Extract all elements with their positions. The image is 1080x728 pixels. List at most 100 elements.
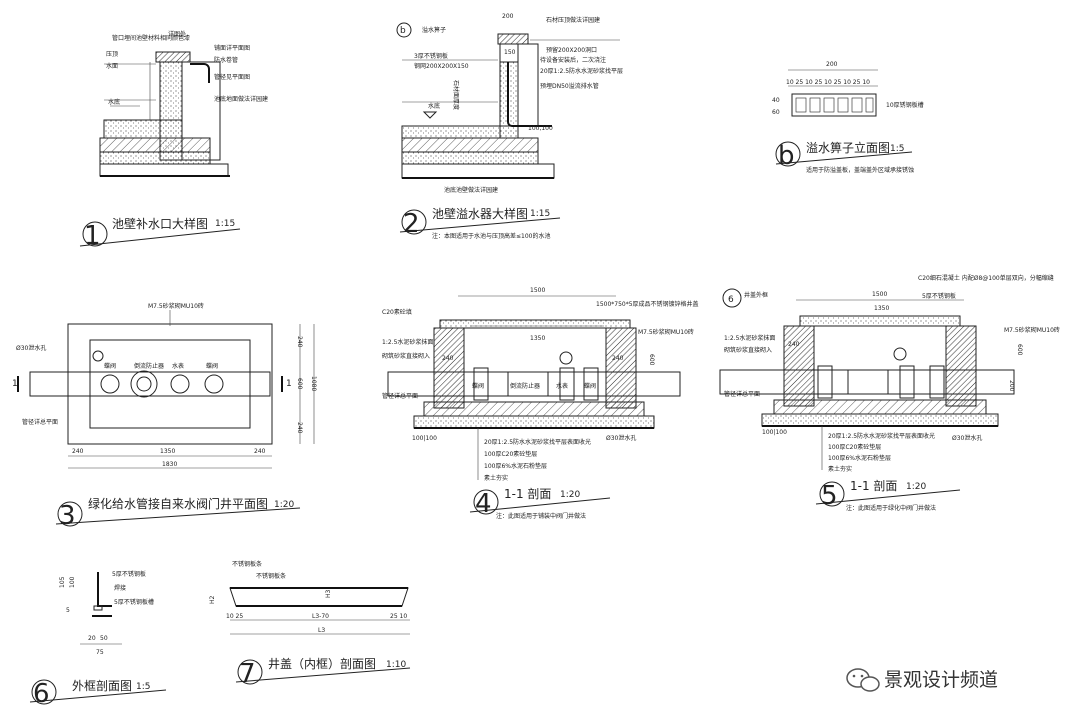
d7-title: 井盖（内框）剖面图 <box>268 657 376 671</box>
d4-inner: 1350 <box>530 335 545 342</box>
detail-7-cover-section: 不锈钢板条 不锈钢板条 H2 H3 10 25 L3-70 25 10 L3 7… <box>209 560 411 689</box>
d5-scale: 1:20 <box>906 482 926 492</box>
d2-label-13: 100,100 <box>528 125 553 132</box>
d5-label-3: 砌筑砂浆直接砌入 <box>724 346 772 354</box>
db-side-0: 40 <box>772 97 780 104</box>
d4-label-1: 1500*750*5厚成品不锈钢镀锌格井盖 <box>596 300 699 308</box>
db-side-1: 60 <box>772 109 780 116</box>
d2-number: 2 <box>403 209 420 239</box>
d4-part-1: 倒流防止器 <box>510 382 540 390</box>
d5-mark-label: 井盖外框 <box>744 291 768 299</box>
d4-layer-2: 100厚6%水泥石粉垫层 <box>484 462 547 470</box>
d5-label-8: 600 <box>1016 344 1023 356</box>
d5-mark: 6 <box>728 295 734 305</box>
d1-label-3: 铺面详平面图 <box>214 44 250 52</box>
d5-layer-2: 100厚6%水泥石粉垫层 <box>828 454 891 462</box>
d4-label-3: 砌筑砂浆直接砌入 <box>382 352 430 360</box>
d3-dim-r-total: 1080 <box>310 376 317 391</box>
d2-label-12: 水底 <box>428 102 440 110</box>
d4-layer-3: 素土夯实 <box>484 474 508 482</box>
wechat-icon <box>846 668 880 692</box>
d5-inner: 1350 <box>874 305 889 312</box>
d5-label-1: 5厚不锈钢板 <box>922 292 956 300</box>
d6-scale: 1:5 <box>136 682 150 692</box>
d3-dim-r1: 600 <box>296 378 303 390</box>
d6-label-2: 5厚不锈钢板槽 <box>114 598 154 606</box>
detail-4-section: 1500 1350 蝶阀 倒流防止器 水表 蝶阀 C20素砼填 1500*750… <box>382 287 699 520</box>
db-title: 溢水箅子立面图 <box>806 140 890 155</box>
db-scale: 1:5 <box>890 144 904 154</box>
d6-title: 外框剖面图 <box>72 679 132 693</box>
d7-number: 7 <box>239 659 256 689</box>
d6-dim-3: 20 <box>88 635 96 642</box>
d4-top: 1500 <box>530 287 545 294</box>
d5-label-6: 240 <box>788 341 800 348</box>
d1-label-6: 管径见平面图 <box>214 73 250 81</box>
d2-label-4: 3厚不锈钢板 <box>414 52 448 60</box>
d3-part-3: 蝶阀 <box>206 362 218 370</box>
watermark: 景观设计频道 <box>846 668 998 692</box>
d7-label-1: 不锈钢板条 <box>256 572 286 580</box>
d2-label-14: 池底池壁做法详园建 <box>444 186 498 194</box>
d5-layer-1: 100厚C20素砼垫层 <box>828 443 881 451</box>
d5-label-2: 1:2.5水泥砂浆抹面 <box>724 334 775 342</box>
d7-dim-4: 25 10 <box>390 613 407 620</box>
d3-title: 绿化给水管接自来水阀门井平面图 <box>88 496 268 511</box>
d5-number: 5 <box>821 481 838 511</box>
d5-base: 100|100 <box>762 429 787 436</box>
d6-dim-4: 50 <box>100 635 108 642</box>
d2-label-9: 20厚1:2.5防水水泥砂浆找平层 <box>540 67 623 75</box>
d2-label-0: 200 <box>502 13 514 20</box>
d2-label-11: 预埋DN50溢流排水管 <box>540 82 599 90</box>
d7-dim-0: H2 <box>209 595 216 604</box>
d5-label-4: 管径详总平面 <box>724 390 760 398</box>
d2-label-10: 150 <box>504 49 516 56</box>
detail-6-frame-section: 5厚不锈钢板 焊接 5厚不锈钢板槽 105 100 5 20 50 75 6 外… <box>29 570 167 709</box>
d2-label-5: 预留200X200洞口 <box>546 46 597 54</box>
d3-dim-r0: 240 <box>296 336 303 348</box>
d1-label-7: 水底 <box>108 98 120 106</box>
d3-dim-b1: 1350 <box>160 448 175 455</box>
detail-3-valve-pit-plan: 蝶阀 倒流防止器 水表 蝶阀 M7.5砂浆砌MU10砖 Ø30泄水孔 管径详总平… <box>12 302 317 531</box>
d4-label-0: C20素砼填 <box>382 308 412 316</box>
db-note: 适用于防溢盖板，盖端盖外区域承接锈蚀 <box>806 166 914 174</box>
d3-left: Ø30泄水孔 <box>16 344 46 352</box>
d6-dim-1: 100 <box>69 576 76 588</box>
d1-label-2: 压顶 <box>106 51 118 58</box>
detail-1-pool-inlet: 管口埋间池壁材料相同颜色漆 详图处 压顶 铺面详平面图 防水卷管 水面 管径见平… <box>79 30 268 251</box>
detail-2-overflow: 200 溢水箅子 石材压顶做法详园建 b 3厚不锈钢板 预留200X200洞口 … <box>396 13 623 240</box>
d4-layer-0: 20厚1:2.5防水水泥砂浆找平层表面收光 <box>484 438 591 446</box>
d4-note: 注：此图适用于铺装中阀门井做法 <box>496 512 586 520</box>
d2-label-8: 石材面厚度 <box>452 80 460 110</box>
d1-number: 1 <box>84 221 101 251</box>
d7-dim-5: L3 <box>318 627 325 634</box>
d3-part-2: 水表 <box>172 362 184 370</box>
d5-label-0: C20细石混凝土 内配Ø8@100单层双向，分幅缩缝 <box>918 274 1054 282</box>
d3-dim-b2: 240 <box>254 448 266 455</box>
d3-number: 3 <box>59 501 76 531</box>
d2-label-3: b <box>400 26 406 36</box>
d2-label-2: 石材压顶做法详园建 <box>546 16 600 24</box>
d3-bottom: 管径详总平面 <box>22 418 58 426</box>
d4-label-5: M7.5砂浆砌MU10砖 <box>638 328 694 336</box>
d3-dim-r2: 240 <box>296 422 303 434</box>
d3-dim-b0: 240 <box>72 448 84 455</box>
d5-note: 注：此图适用于绿化中阀门井做法 <box>846 504 936 512</box>
d1-scale: 1:15 <box>215 219 235 229</box>
watermark-text: 景观设计频道 <box>884 669 998 691</box>
d5-drain: Ø30泄水孔 <box>952 434 982 442</box>
d6-dim-2: 5 <box>66 607 70 614</box>
d4-base: 100|100 <box>412 435 437 442</box>
d2-label-1: 溢水箅子 <box>422 26 446 34</box>
d4-number: 4 <box>475 489 492 519</box>
d7-label-0: 不锈钢板条 <box>232 560 262 568</box>
d4-label-7: 240 <box>612 355 624 362</box>
d2-label-7: 钢网200X200X150 <box>414 62 469 70</box>
d6-dim-5: 75 <box>96 649 104 656</box>
db-grid: 10 25 10 25 10 25 10 25 10 <box>786 79 870 86</box>
d5-title: 1-1 剖面 <box>850 479 897 493</box>
d1-label-1: 详图处 <box>168 30 186 38</box>
d1-label-8: 池底地面做法详园建 <box>214 95 268 103</box>
d1-title: 池壁补水口大样图 <box>112 216 208 231</box>
d3-sec-right: 1 <box>286 379 292 389</box>
